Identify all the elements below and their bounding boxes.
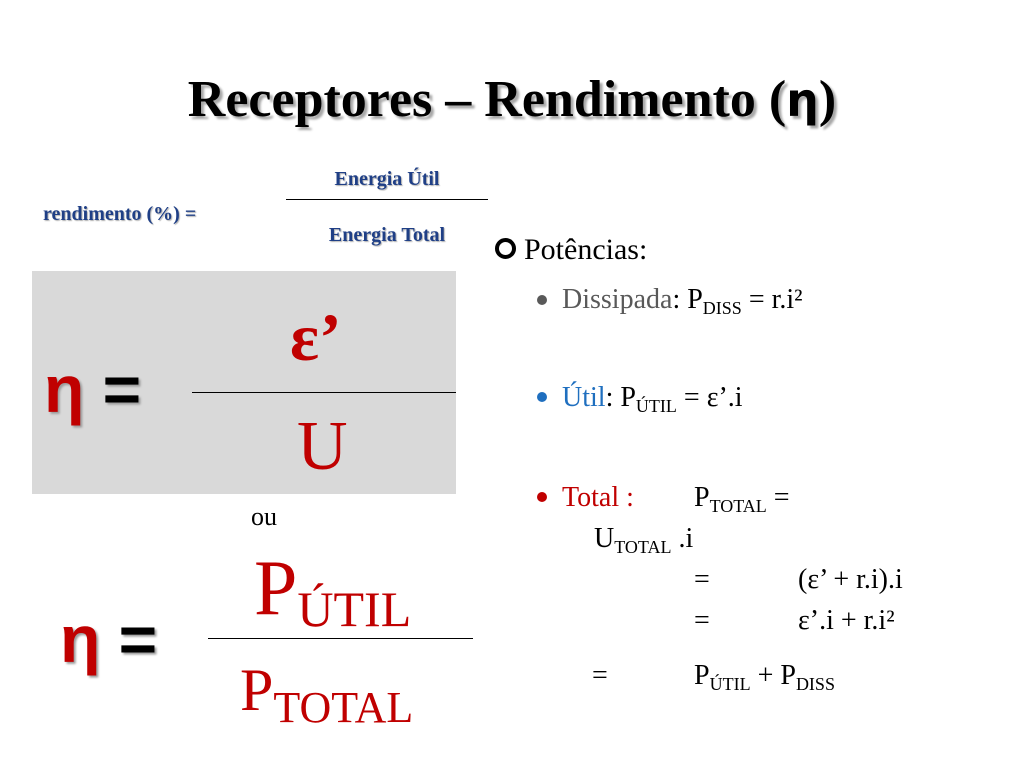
formula1-equals: = xyxy=(102,352,142,426)
eq3-plus: + P xyxy=(750,660,796,691)
total-line2: UTOTAL .i xyxy=(594,523,694,557)
title-eta-symbol: η xyxy=(786,73,819,127)
ring-bullet-icon xyxy=(495,238,516,259)
formula2-denominator-sub: TOTAL xyxy=(273,683,414,732)
total-eq: = xyxy=(766,482,790,513)
bullet-dot-icon xyxy=(537,392,547,402)
formula1-numerator: ε’ xyxy=(290,299,342,375)
formula2-denominator-base: P xyxy=(240,657,274,723)
energia-total-denominator: Energia Total xyxy=(328,224,446,246)
total-line2-base: U xyxy=(594,523,615,554)
rendimento-fraction-line xyxy=(286,199,488,200)
bullet-dot-icon xyxy=(537,295,547,305)
util-sub: ÚTIL xyxy=(635,396,677,416)
formula2-numerator: PÚTIL xyxy=(254,549,412,637)
eq3-sign: = xyxy=(592,660,608,691)
dissipada-colon: : P xyxy=(672,284,703,315)
formula1-lhs: η = xyxy=(44,356,141,422)
page-title: Receptores – Rendimento (η) xyxy=(0,70,1024,129)
util-item: Útil: PÚTIL = ε’.i xyxy=(562,382,743,416)
eq3-base1: P xyxy=(694,660,710,691)
eq2-value: ε’.i + r.i² xyxy=(798,605,895,636)
util-label: Útil xyxy=(562,382,606,413)
formula2-eta: η xyxy=(60,602,101,676)
total-sub: TOTAL xyxy=(709,496,767,516)
util-colon: : P xyxy=(605,382,636,413)
or-text: ou xyxy=(251,502,277,531)
energia-util-numerator: Energia Útil xyxy=(334,168,440,190)
rendimento-label: rendimento (%) = xyxy=(43,203,197,225)
dissipada-label: Dissipada xyxy=(562,284,673,315)
formula-highlight-box xyxy=(32,271,456,494)
eq3-sub1: ÚTIL xyxy=(709,674,751,694)
dissipada-item: Dissipada: PDISS = r.i² xyxy=(562,284,803,318)
eq1-sign: = xyxy=(694,564,710,595)
total-line2-sub: TOTAL xyxy=(614,537,672,557)
total-line2-rest: .i xyxy=(671,523,694,554)
eq3-value: PÚTIL + PDISS xyxy=(694,660,835,694)
formula2-denominator: PTOTAL xyxy=(240,660,413,730)
total-base: P xyxy=(694,482,710,513)
util-rest: = ε’.i xyxy=(676,382,743,413)
formula2-numerator-sub: ÚTIL xyxy=(297,581,412,637)
formula2-equals: = xyxy=(118,602,158,676)
dissipada-rest: = r.i² xyxy=(741,284,803,315)
formula2-lhs: η = xyxy=(60,606,157,672)
total-label: Total : xyxy=(562,482,634,513)
eq3-sub2: DISS xyxy=(795,674,835,694)
formula2-numerator-base: P xyxy=(254,544,298,631)
formula1-eta: η xyxy=(44,352,85,426)
formula1-denominator: U xyxy=(297,408,348,485)
title-text: Receptores – Rendimento ( xyxy=(187,71,787,128)
bullet-dot-icon xyxy=(537,492,547,502)
title-close: ) xyxy=(818,71,837,128)
formula2-fraction-line xyxy=(208,638,473,639)
dissipada-sub: DISS xyxy=(702,298,742,318)
total-expression: PTOTAL = xyxy=(694,482,790,516)
formula1-fraction-line xyxy=(192,392,456,393)
eq2-sign: = xyxy=(694,605,710,636)
eq1-value: (ε’ + r.i).i xyxy=(798,564,903,595)
potencias-heading: Potências: xyxy=(524,233,648,266)
